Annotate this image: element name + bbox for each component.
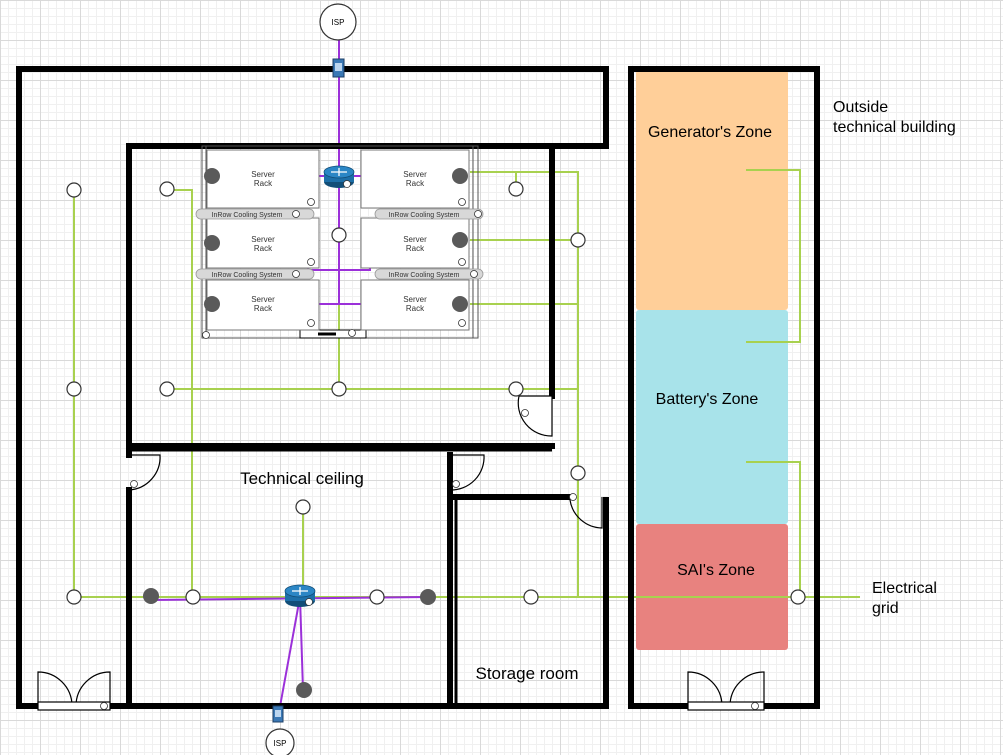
storage-room-label: Storage room <box>476 664 579 683</box>
router-icon[interactable] <box>323 165 355 188</box>
svg-text:Server: Server <box>403 235 427 244</box>
light-fixture-icon[interactable] <box>66 181 806 605</box>
generator-zone[interactable] <box>636 70 788 310</box>
network-lines <box>150 40 460 713</box>
technical-ceiling-label: Technical ceiling <box>240 469 364 488</box>
svg-text:Rack: Rack <box>406 304 425 313</box>
svg-text:Server: Server <box>251 235 275 244</box>
svg-text:ISP: ISP <box>274 739 287 748</box>
server-rack[interactable]: Server Rack <box>360 279 470 331</box>
battery-zone[interactable] <box>636 310 788 524</box>
sai-zone-label: SAI's Zone <box>677 562 755 579</box>
svg-text:Rack: Rack <box>254 244 273 253</box>
svg-text:InRow Cooling System: InRow Cooling System <box>389 272 460 279</box>
svg-text:ISP: ISP <box>332 18 345 27</box>
svg-text:Server: Server <box>403 295 427 304</box>
svg-text:InRow Cooling System: InRow Cooling System <box>212 272 283 279</box>
door-swing-icon[interactable] <box>128 454 161 491</box>
svg-text:InRow Cooling System: InRow Cooling System <box>389 212 460 219</box>
generator-zone-label: Generator's Zone <box>648 124 772 141</box>
electrical-grid-label: Electrical <box>872 580 937 597</box>
svg-text:Rack: Rack <box>406 244 425 253</box>
server-rack[interactable]: Server Rack <box>206 149 320 209</box>
server-rack[interactable]: Server Rack <box>206 279 320 331</box>
router-icon[interactable] <box>284 584 316 607</box>
inrow-cooling-system[interactable]: InRow Cooling System <box>195 268 315 280</box>
sensor-icon[interactable] <box>143 168 468 698</box>
door-swing-icon[interactable] <box>37 671 111 711</box>
info-icon[interactable] <box>100 198 759 710</box>
door-swing-icon[interactable] <box>517 395 553 437</box>
inrow-cooling-system[interactable]: InRow Cooling System <box>195 208 315 220</box>
outside-building-label: technical building <box>833 119 956 136</box>
door-swing-icon[interactable] <box>449 454 485 491</box>
door-swing-icon[interactable] <box>687 671 765 711</box>
electrical-grid-label: grid <box>872 600 899 617</box>
server-rack[interactable]: Server Rack <box>360 149 470 209</box>
network-connector-icon[interactable] <box>272 705 284 723</box>
isp-cloud-icon[interactable]: ISP <box>319 3 357 41</box>
isp-cloud-icon[interactable]: ISP <box>265 728 295 755</box>
inrow-cooling-system[interactable]: InRow Cooling System <box>374 268 484 280</box>
network-connector-icon[interactable] <box>332 58 345 78</box>
svg-text:InRow Cooling System: InRow Cooling System <box>212 212 283 219</box>
inner-walls <box>129 448 552 706</box>
walls <box>16 66 820 709</box>
svg-text:Rack: Rack <box>406 179 425 188</box>
svg-text:Rack: Rack <box>254 304 273 313</box>
door-swing-icon[interactable] <box>569 497 603 529</box>
outside-building-label: Outside <box>833 99 888 116</box>
sai-zone[interactable] <box>636 524 788 650</box>
server-rack[interactable]: Server Rack <box>206 217 320 269</box>
svg-text:Rack: Rack <box>254 179 273 188</box>
inrow-cooling-system[interactable]: InRow Cooling System <box>374 208 484 220</box>
svg-text:Server: Server <box>251 170 275 179</box>
battery-zone-label: Battery's Zone <box>656 391 759 408</box>
server-rack[interactable]: Server Rack <box>360 217 470 269</box>
svg-text:Server: Server <box>251 295 275 304</box>
svg-text:Server: Server <box>403 170 427 179</box>
